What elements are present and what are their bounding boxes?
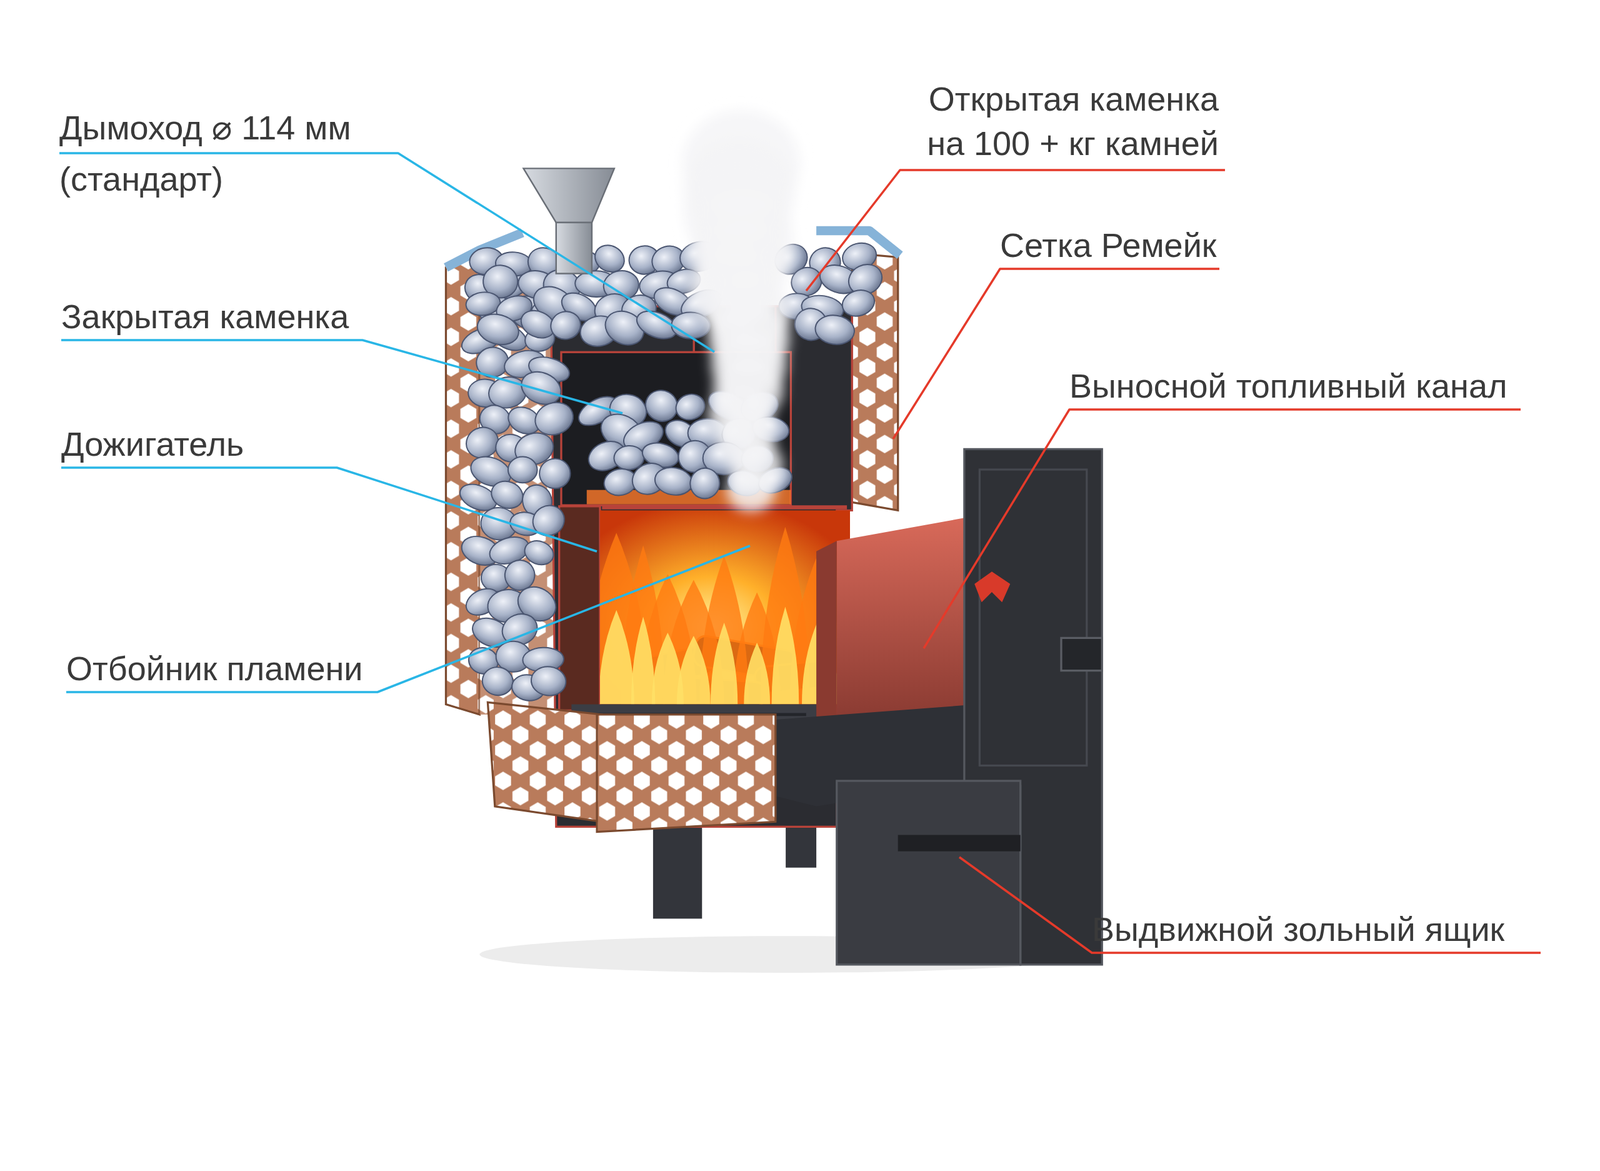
part-label: Выносной топливный канал: [1069, 365, 1507, 406]
stone: [538, 458, 571, 489]
flame-core: [771, 606, 800, 704]
flame-core: [743, 642, 770, 704]
leader-line: [806, 170, 1225, 291]
drawer-slot: [898, 835, 1021, 852]
stone: [813, 312, 857, 347]
chimney-pipe: [523, 168, 615, 223]
ash-drawer: [836, 780, 1021, 965]
chimney-pipe: [556, 222, 592, 274]
stone: [547, 308, 584, 343]
leader-line: [893, 268, 1220, 439]
part-label: Сетка Ремейк: [1000, 225, 1217, 265]
leader-line: [959, 856, 1541, 953]
flame-core: [710, 622, 738, 704]
leader-line: [61, 340, 623, 414]
part-label: Открытая каменка на 100 + кг камней: [906, 76, 1219, 166]
part-label: Отбойник пламени: [66, 648, 363, 689]
steam-puff: [681, 110, 800, 217]
flame-core: [676, 635, 711, 704]
stone: [686, 465, 723, 502]
stone: [473, 309, 522, 349]
stone: [529, 664, 568, 698]
leader-line: [61, 467, 597, 552]
part-label: Закрытая каменка: [61, 296, 349, 337]
part-label: Дожигатель: [61, 423, 244, 464]
steam: [681, 110, 800, 512]
stone: [838, 286, 878, 321]
part-label: Дымоход ⌀ 114 мм (стандарт): [59, 101, 460, 205]
flame-core: [600, 610, 635, 705]
leader-line: [923, 409, 1521, 649]
stone: [487, 476, 527, 514]
door-latch: [1061, 637, 1102, 670]
stove-foot: [653, 816, 702, 919]
mesh-panel: [596, 714, 776, 832]
flame-deflector: [601, 505, 847, 510]
door-frame: [979, 469, 1087, 765]
part-label: Выдвижной зольный ящик: [1091, 908, 1505, 949]
stones: [456, 237, 888, 703]
stone: [465, 290, 502, 317]
fire: [600, 526, 850, 705]
firebox: [600, 510, 850, 704]
stone: [652, 464, 695, 499]
door-logo: [974, 571, 1010, 602]
stone: [480, 664, 515, 698]
leader-line: [66, 545, 750, 692]
stone: [507, 456, 538, 484]
flame-core: [631, 616, 656, 705]
mesh-panel: [487, 701, 602, 822]
